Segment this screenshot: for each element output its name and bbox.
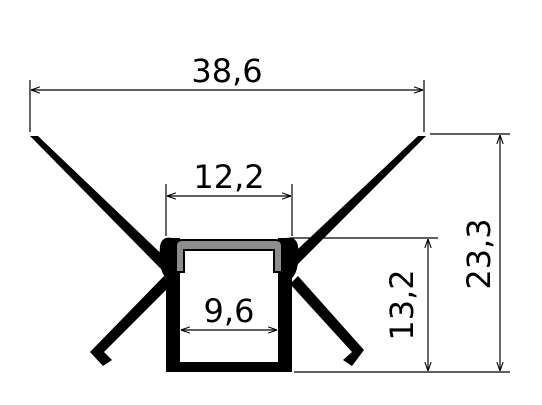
right-upper-wing [282,136,426,272]
right-lower-leg [290,276,364,366]
extension-lines [29,80,510,373]
right-channel-lip [280,237,299,279]
diffuser-cover [175,239,283,273]
label-inner-bottom-width: 9,6 [204,292,255,330]
left-upper-wing [30,136,172,272]
label-inner-top-width: 12,2 [193,158,264,196]
label-channel-height: 13,2 [383,269,421,340]
dimension-lines [31,90,500,371]
left-channel-lip [159,237,178,279]
label-overall-width: 38,6 [191,52,262,90]
dimension-labels: 38,6 12,2 9,6 13,2 23,3 [191,52,498,341]
left-lower-leg [90,276,172,366]
diffuser [175,239,283,273]
label-overall-height: 23,3 [460,218,498,289]
